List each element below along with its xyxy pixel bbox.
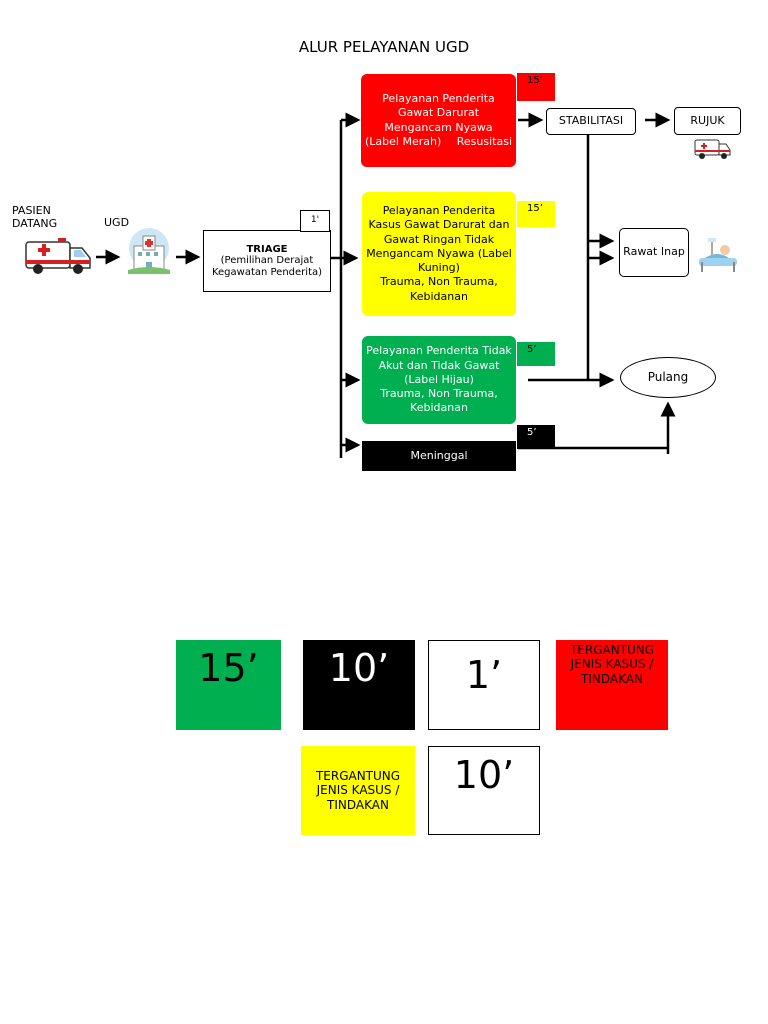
pulang-oval: Pulang: [620, 357, 716, 398]
start-label: PASIEN DATANG: [12, 204, 58, 231]
legend-black-10: 10’: [303, 640, 415, 730]
legend-yellow: TERGANTUNG JENIS KASUS / TINDAKAN: [301, 746, 415, 835]
triage-box: TRIAGE (Pemilihan Derajat Kegawatan Pend…: [203, 230, 331, 292]
legend-white-10: 10’: [428, 746, 540, 835]
black-time-badge: 5’: [517, 425, 555, 449]
ambulance-icon: [25, 238, 91, 274]
red-label-box: Pelayanan Penderita Gawat Darurat Mengan…: [361, 74, 516, 167]
legend-green-15: 15’: [176, 640, 281, 730]
green-text: Pelayanan Penderita Tidak Akut dan Tidak…: [366, 344, 512, 386]
ugd-label: UGD: [104, 216, 130, 229]
yellow-text: Pelayanan Penderita Kasus Gawat Darurat …: [366, 203, 512, 275]
meninggal-box: Meninggal: [362, 441, 516, 471]
ambulance-icon: [694, 139, 731, 159]
green-time-badge: 5’: [517, 342, 555, 366]
triage-desc: (Pemilihan Derajat Kegawatan Penderita): [211, 255, 323, 278]
legend-red: TERGANTUNG JENIS KASUS / TINDAKAN: [556, 640, 668, 730]
red-time-badge: 15’: [517, 73, 555, 101]
green-sub: Trauma, Non Trauma, Kebidanan: [380, 387, 498, 415]
yellow-sub: Trauma, Non Trauma, Kebidanan: [380, 275, 498, 303]
triage-title: TRIAGE: [246, 243, 288, 255]
rawat-inap-box: Rawat Inap: [619, 228, 689, 277]
hospital-icon: [128, 228, 170, 274]
green-label-box: Pelayanan Penderita Tidak Akut dan Tidak…: [362, 336, 516, 424]
rujuk-box: RUJUK: [674, 107, 741, 135]
red-footer: (Label Merah) Resusitasi: [365, 134, 512, 148]
page-title: ALUR PELAYANAN UGD: [298, 38, 470, 56]
hospital-bed-icon: [699, 238, 737, 272]
stabilisasi-box: STABILITASI: [546, 108, 636, 135]
legend-white-1: 1’: [428, 640, 540, 730]
yellow-time-badge: 15’: [517, 201, 555, 227]
yellow-label-box: Pelayanan Penderita Kasus Gawat Darurat …: [362, 192, 516, 316]
red-text: Pelayanan Penderita Gawat Darurat Mengan…: [382, 91, 495, 134]
triage-time-badge: 1': [300, 210, 330, 232]
